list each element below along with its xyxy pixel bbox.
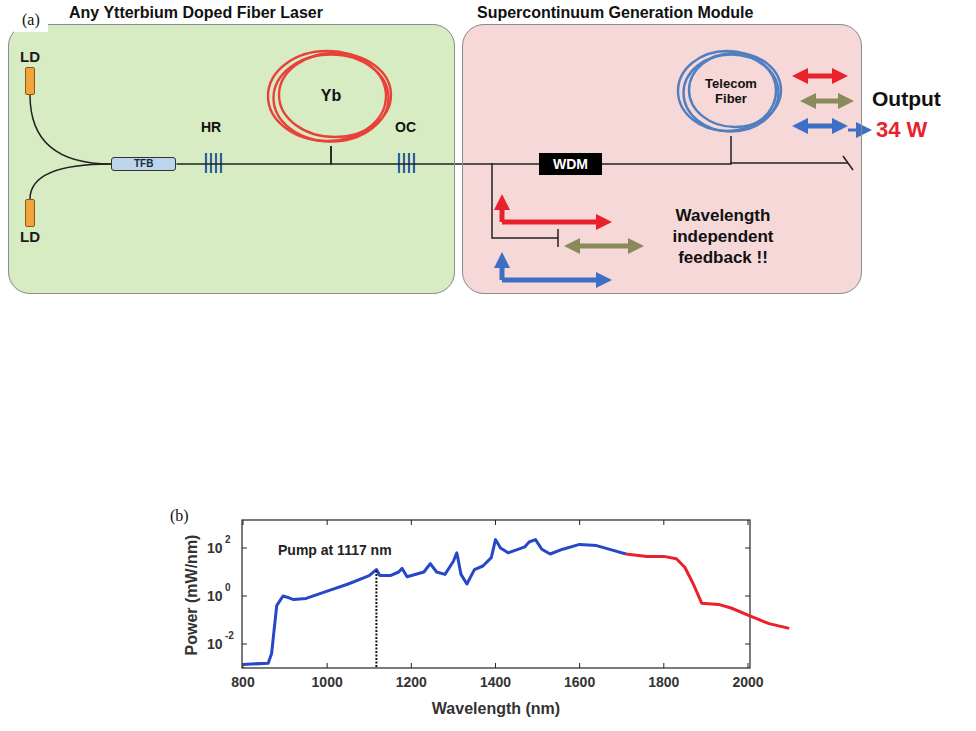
coil-label: Yb: [301, 87, 361, 105]
wavelength-arrow: [502, 278, 604, 283]
panel-fill: [8, 24, 455, 294]
fiber-bragg-grating: [210, 153, 212, 173]
fiber-bragg-grating: [403, 153, 405, 173]
tick-label: 1800: [648, 673, 679, 691]
panel-fill: [462, 24, 862, 294]
wavelength-arrow: [500, 202, 505, 222]
panel-heading: Any Ytterbium Doped Fiber Laser: [69, 3, 323, 23]
wavelength-arrow: [800, 74, 840, 79]
coil-label: Telecom Fiber: [698, 76, 764, 106]
tick-exponent: -2: [225, 629, 234, 643]
fiber-bragg-grating: [215, 153, 217, 173]
wavelength-arrow: [800, 124, 840, 129]
fiber-bragg-grating: [206, 153, 414, 173]
coil-loop: [689, 53, 781, 127]
panel-fill: [8, 24, 862, 294]
box-label: WDM: [553, 155, 588, 173]
feedback-fiber: [730, 162, 848, 164]
axis-tick: [579, 520, 580, 525]
feedback-fiber: [557, 229, 559, 247]
axis-tick: [747, 663, 748, 668]
tick-label: 2000: [732, 673, 763, 691]
axis-tick: [745, 596, 750, 597]
power-value: 34 W: [876, 117, 927, 143]
tick-label: 1400: [480, 673, 511, 691]
wdm-box: WDM: [539, 153, 602, 175]
fiber-bragg-grating: [398, 153, 400, 173]
box-label: TFB: [134, 158, 153, 170]
output-label: Output: [872, 86, 941, 111]
feedback-fiber: [843, 156, 853, 170]
spectrum-curve: [626, 554, 789, 628]
yb-fiber-coil: Yb: [266, 46, 396, 146]
tick-label: 800: [231, 673, 254, 691]
axis-tick: [663, 520, 664, 525]
wavelength-arrow: [572, 244, 636, 249]
axis-tick: [747, 520, 748, 525]
tick-label: 10: [207, 587, 223, 605]
axis-tick: [243, 520, 244, 525]
spectrum-curve: [243, 540, 626, 665]
annotation: Pump at 1117 nm: [278, 541, 392, 559]
combiner-box: TFB: [111, 157, 176, 171]
laser-diode: LD: [15, 199, 45, 247]
axis-tick: [242, 596, 247, 597]
fiber-connector: [176, 146, 331, 164]
axis-tick: [745, 644, 750, 645]
diode-chip: [25, 67, 35, 95]
sc-module-panel: Supercontinuum Generation ModuleWDMTelec…: [462, 24, 862, 294]
axis-tick: [411, 520, 412, 525]
note-text: Wavelength independent feedback !!: [648, 205, 798, 268]
fiber-bragg-grating: [205, 153, 207, 173]
diode-label: LD: [20, 47, 40, 67]
fiber-connector: [602, 136, 731, 164]
diode-chip: [25, 199, 35, 227]
axis-title: Power (mW/nm): [182, 535, 202, 656]
fiber-bragg-grating: [408, 153, 410, 173]
tick-exponent: 0: [225, 581, 231, 595]
pump-line: [375, 570, 377, 667]
fiber-connector: [30, 164, 111, 199]
panel-heading: Supercontinuum Generation Module: [477, 3, 753, 23]
tick-exponent: 2: [225, 533, 231, 547]
diode-label: LD: [20, 227, 40, 247]
axis-tick: [411, 663, 412, 668]
tick-label: 1000: [312, 673, 343, 691]
axis-tick: [327, 663, 328, 668]
plot-frame: [242, 520, 750, 668]
axis-tick: [745, 548, 750, 549]
tick-label: 1200: [396, 673, 427, 691]
panel-letter: (a): [14, 8, 48, 32]
fiber-connector: [331, 146, 539, 164]
fiber-connector: [30, 95, 111, 164]
wavelength-arrow: [808, 99, 846, 104]
fiber-bragg-grating: [413, 153, 415, 173]
axis-tick: [327, 520, 328, 525]
part-label: OC: [395, 118, 416, 136]
telecom-fiber-coil: Telecom Fiber: [676, 46, 786, 136]
axis-tick: [242, 644, 247, 645]
wavelength-arrow: [500, 260, 505, 280]
laser-diode: LD: [15, 47, 45, 95]
axis-tick: [663, 663, 664, 668]
tick-label: 10: [207, 635, 223, 653]
tick-label: 1600: [564, 673, 595, 691]
coil-loop: [279, 53, 391, 137]
fiber-bragg-grating: [220, 153, 222, 173]
plot-frame: [242, 520, 750, 668]
panel-letter: (b): [166, 505, 193, 527]
axis-tick: [495, 663, 496, 668]
laser-panel: Any Ytterbium Doped Fiber LaserLDLDTFBYb: [8, 24, 455, 294]
axis-tick: [242, 548, 247, 549]
axis-title: Wavelength (nm): [432, 699, 560, 719]
tick-label: 10: [207, 539, 223, 557]
wavelength-arrow: [502, 220, 604, 225]
spectrum-curve: [243, 540, 789, 667]
part-label: HR: [201, 118, 221, 136]
axis-tick: [242, 520, 750, 668]
axis-tick: [579, 663, 580, 668]
axis-tick: [495, 520, 496, 525]
